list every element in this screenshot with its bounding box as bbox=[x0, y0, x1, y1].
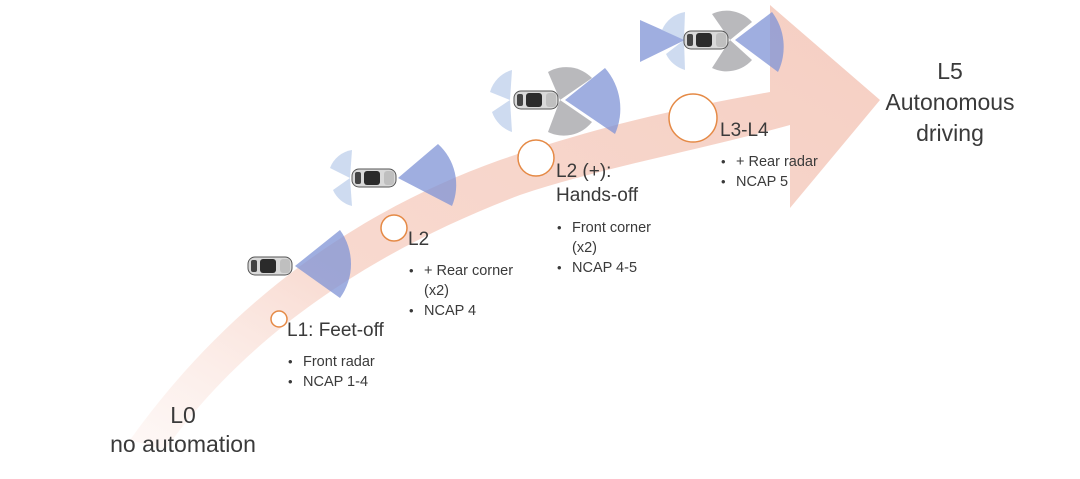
feature-item: Front radar bbox=[287, 352, 375, 372]
l2-marker-circle bbox=[380, 214, 408, 242]
rear-corner-left-cone bbox=[330, 150, 352, 178]
car-icon bbox=[683, 30, 729, 50]
front-radar-cone bbox=[295, 230, 352, 298]
car-icon bbox=[247, 256, 293, 276]
feature-item: + Rear corner(x2) bbox=[408, 261, 513, 301]
start-level: L0 bbox=[170, 402, 196, 428]
car-icon bbox=[513, 90, 559, 110]
l2-vehicle-sensors bbox=[330, 144, 457, 206]
front-corner-right-cone bbox=[548, 100, 592, 136]
stage-l2plus-title-line1: L2 (+): bbox=[556, 161, 612, 182]
stage-l2plus-title: L2 (+): Hands-off bbox=[556, 160, 638, 208]
feature-item: + Rear radar bbox=[720, 152, 818, 172]
end-description-line1: Autonomous bbox=[885, 89, 1015, 115]
start-label: L0 no automation bbox=[98, 401, 268, 459]
front-radar-cone bbox=[735, 12, 784, 72]
l2plus-vehicle-sensors bbox=[490, 67, 621, 136]
l1-vehicle-sensors bbox=[247, 230, 352, 298]
stage-l3l4-title: L3-L4 bbox=[720, 120, 769, 141]
stage-l1-title: L1: Feet-off bbox=[287, 320, 384, 341]
stage-l3l4-features: + Rear radar NCAP 5 bbox=[720, 152, 818, 192]
l2plus-marker-circle bbox=[517, 139, 555, 177]
front-radar-cone bbox=[565, 68, 621, 134]
l3l4-marker-circle bbox=[668, 93, 718, 143]
rear-corner-right-cone bbox=[492, 100, 512, 132]
stage-l2-title: L2 bbox=[408, 229, 430, 250]
rear-radar-cone bbox=[640, 20, 685, 62]
car-icon bbox=[351, 168, 397, 188]
start-description: no automation bbox=[110, 431, 256, 457]
rear-corner-left-cone bbox=[490, 70, 512, 100]
rear-corner-right-cone bbox=[333, 178, 352, 206]
end-level: L5 bbox=[937, 58, 963, 84]
feature-item: NCAP 5 bbox=[720, 172, 818, 192]
front-corner-left-cone bbox=[712, 10, 752, 40]
l1-marker-circle bbox=[270, 310, 288, 328]
l3l4-vehicle-sensors bbox=[640, 10, 784, 72]
end-description-line2: driving bbox=[916, 120, 984, 146]
feature-item: NCAP 4 bbox=[408, 301, 513, 321]
feature-item: Front corner(x2) bbox=[556, 218, 651, 258]
rear-corner-right-cone bbox=[666, 40, 685, 70]
front-corner-left-cone bbox=[548, 67, 592, 100]
end-label: L5 Autonomous driving bbox=[870, 56, 1030, 149]
stage-l1-features: Front radar NCAP 1-4 bbox=[287, 352, 375, 392]
feature-item: NCAP 1-4 bbox=[287, 372, 375, 392]
stage-l2-features: + Rear corner(x2) NCAP 4 bbox=[408, 261, 513, 321]
front-radar-cone bbox=[398, 144, 457, 206]
feature-item: NCAP 4-5 bbox=[556, 258, 651, 278]
front-corner-right-cone bbox=[712, 40, 752, 72]
stage-l2plus-features: Front corner(x2) NCAP 4-5 bbox=[556, 218, 651, 278]
rear-corner-left-cone bbox=[662, 12, 685, 40]
stage-l2plus-title-line2: Hands-off bbox=[556, 185, 639, 206]
progression-arrow bbox=[130, 5, 880, 450]
